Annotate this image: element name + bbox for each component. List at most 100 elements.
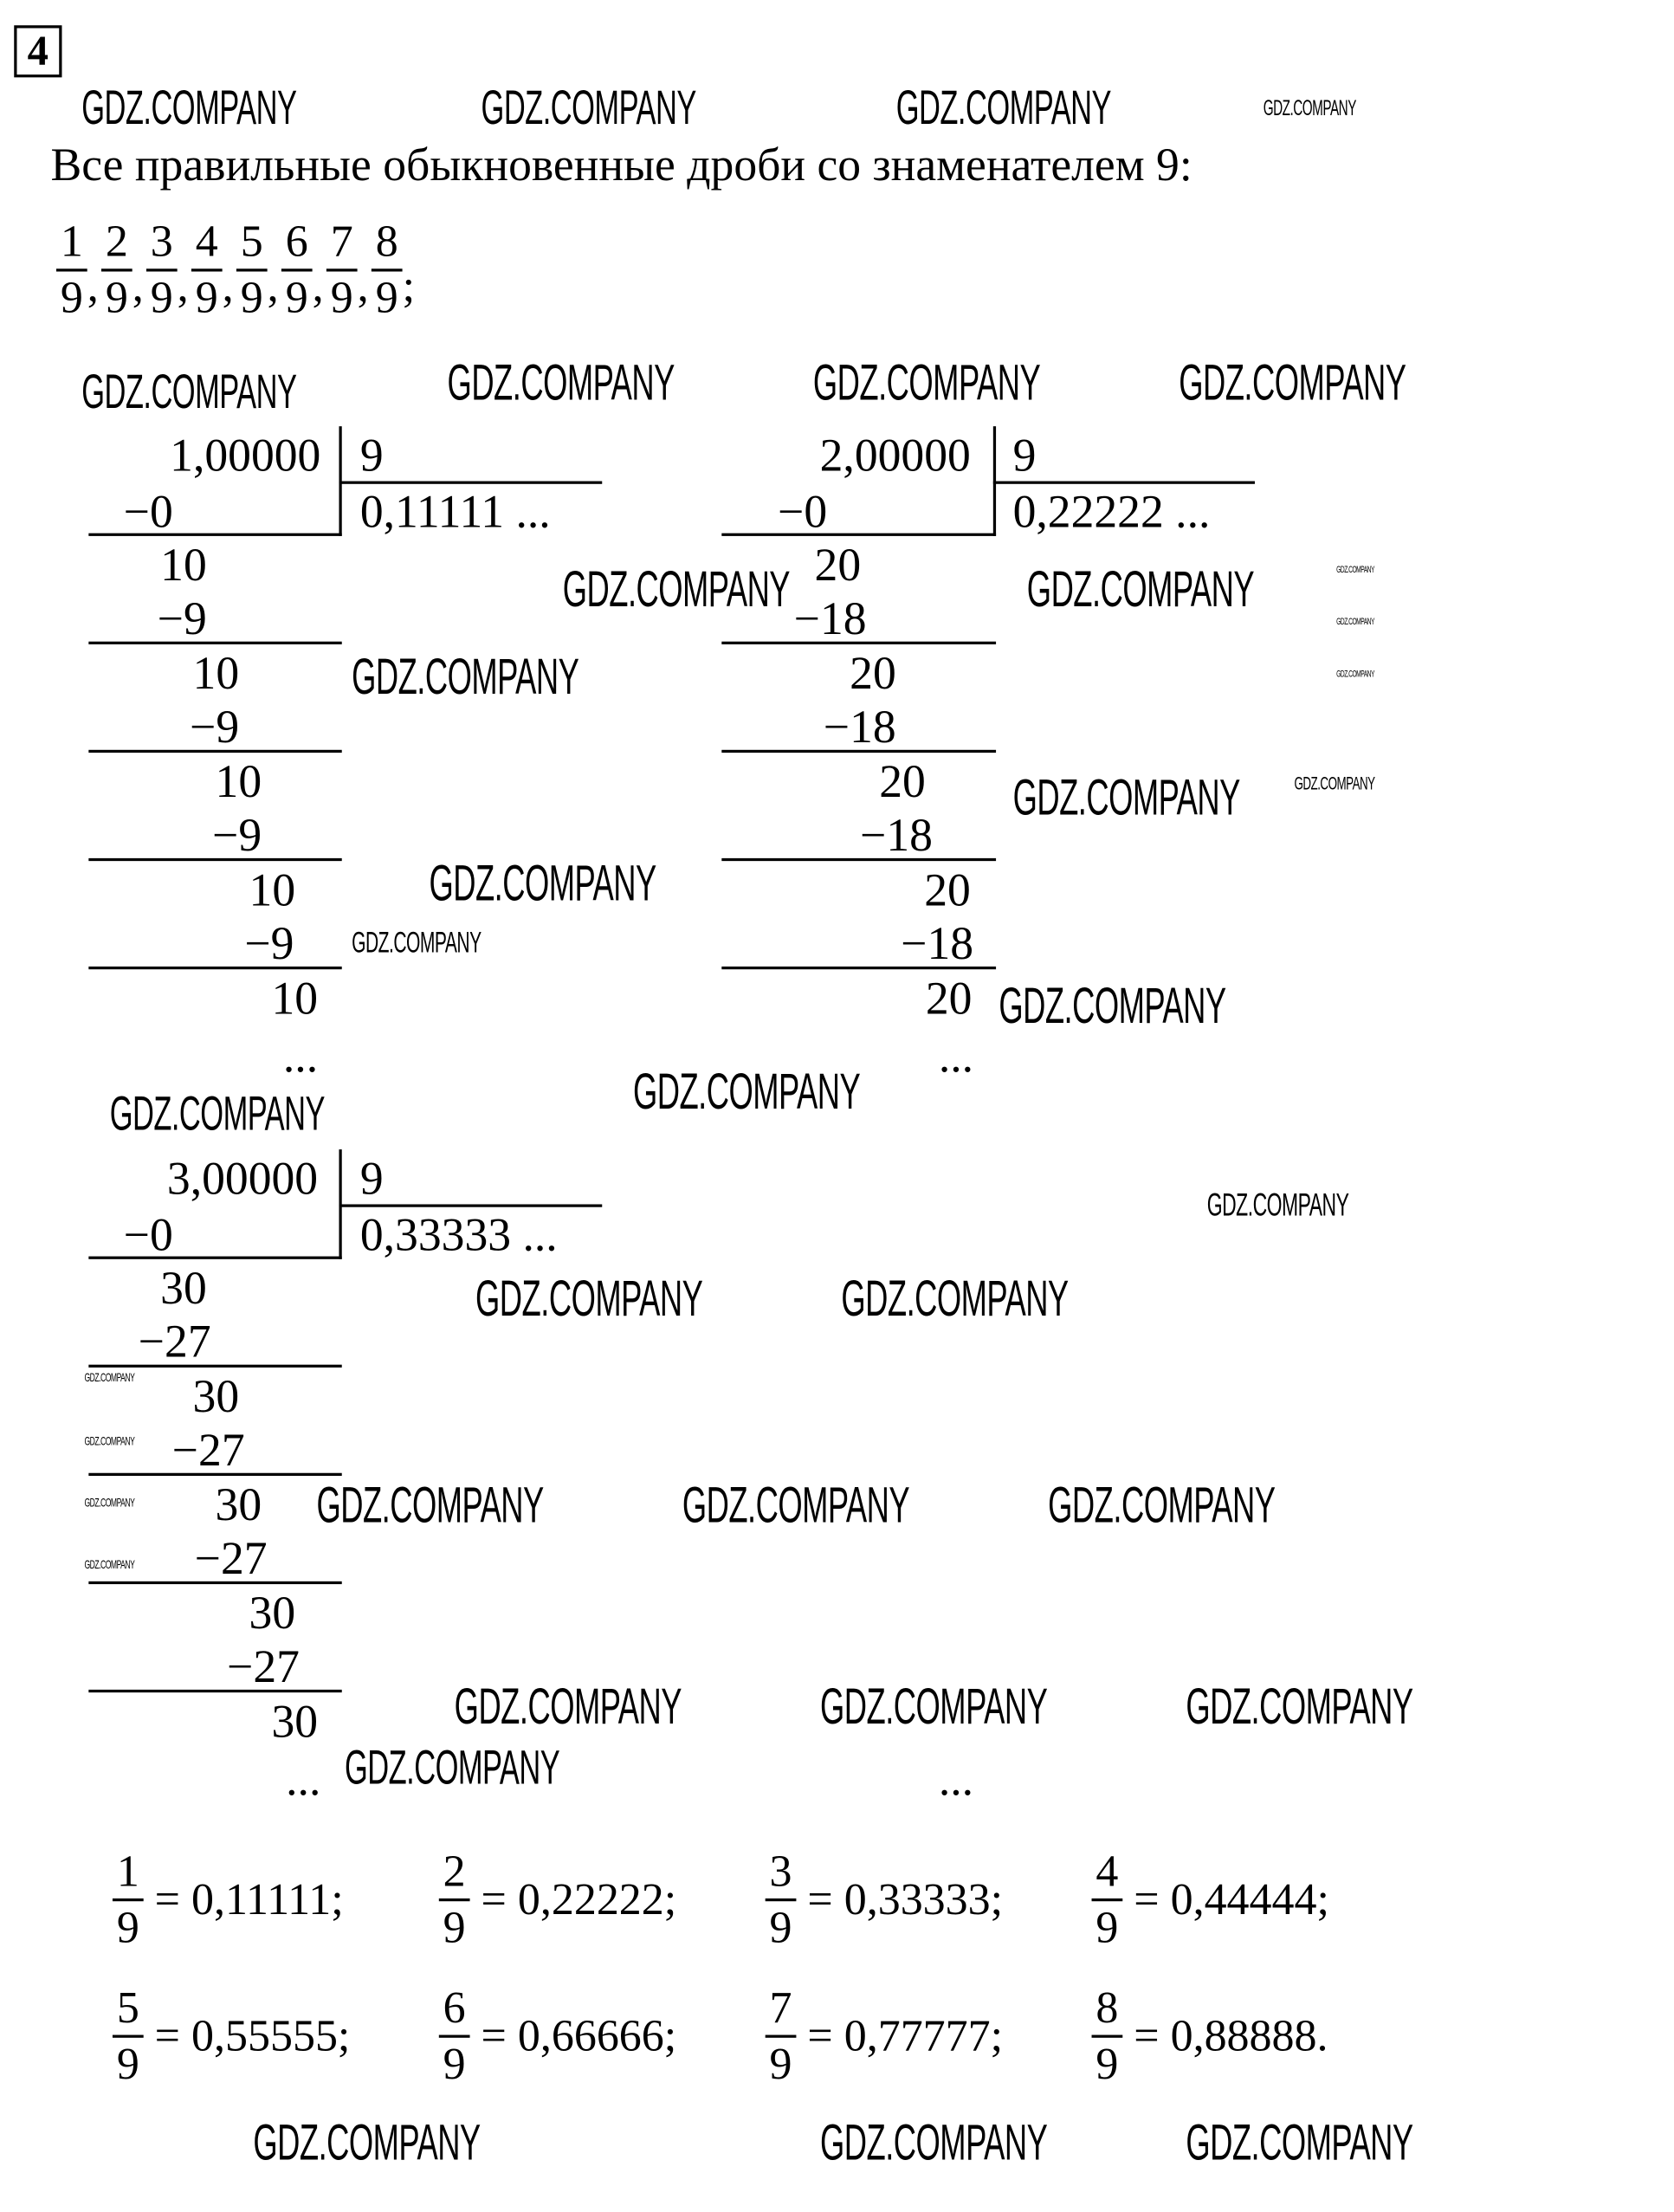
watermark: GDZ.COMPANY [682,1475,910,1534]
fraction-numerator: 6 [281,217,313,271]
watermark: GDZ.COMPANY [1336,669,1374,680]
divisor-underline [339,481,603,484]
subtrahend: −9 [190,702,240,754]
fraction-denominator: 9 [1096,2037,1119,2088]
watermark: GDZ.COMPANY [84,1495,135,1510]
fraction-separator: , [87,260,99,312]
subtrahend: −18 [823,702,896,754]
fraction-denominator: 9 [443,2037,466,2088]
watermark: GDZ.COMPANY [895,81,1112,135]
remainder: 10 [160,540,207,592]
fraction-numerator: 5 [236,217,268,271]
divisor: 9 [359,1154,384,1206]
subtraction-line [88,533,342,536]
fraction-numerator: 2 [100,217,132,271]
remainder: 30 [160,1264,207,1316]
subtraction-line [721,533,997,536]
ellipsis: ... [286,1755,321,1806]
watermark: GDZ.COMPANY [1186,2112,1413,2171]
fraction-denominator: 9 [285,270,308,322]
watermark: GDZ.COMPANY [344,1742,560,1795]
watermark: GDZ.COMPANY [84,1433,135,1448]
fraction-numerator: 4 [191,217,223,271]
remainder: 30 [249,1588,296,1640]
remainder: 20 [814,540,862,592]
fraction-numerator: 7 [765,1983,797,2038]
remainder: 10 [271,973,319,1025]
watermark: GDZ.COMPANY [1206,1186,1349,1223]
remainder: 20 [879,757,926,809]
subtraction-line [721,749,997,754]
fraction-denominator: 9 [60,270,83,322]
subtraction-line [88,749,342,754]
fraction-denominator: 9 [116,2037,139,2088]
decimal-value: = 0,33333; [807,1872,1004,1924]
subtraction-line [88,1472,342,1476]
remainder: 30 [215,1480,262,1532]
watermark: GDZ.COMPANY [429,854,656,912]
fraction-denominator: 9 [443,1900,466,1952]
fraction-denominator: 9 [116,1900,139,1952]
fraction-numerator: 6 [438,1983,470,2038]
watermark: GDZ.COMPANY [475,1269,703,1327]
fraction-denominator: 9 [105,270,128,322]
subtraction-line [88,1256,342,1259]
ellipsis: ... [282,1032,319,1083]
subtraction-line [721,857,997,862]
watermark: GDZ.COMPANY [1048,1475,1276,1534]
watermark: GDZ.COMPANY [841,1269,1069,1327]
fraction-denominator: 9 [769,1900,792,1952]
divisor-underline [339,1204,603,1207]
ellipsis: ... [938,1032,974,1083]
remainder: 10 [215,757,262,809]
watermark: GDZ.COMPANY [1012,767,1241,826]
subtraction-line [88,966,342,970]
decimal-value: = 0,88888. [1134,2009,1328,2060]
fraction-numerator: 7 [326,217,358,271]
subtrahend: −27 [194,1534,268,1585]
subtrahend: −27 [138,1317,211,1368]
watermark: GDZ.COMPANY [316,1475,544,1534]
subtrahend: −18 [793,594,867,645]
subtraction-line [88,641,342,644]
fraction-denominator: 9 [195,270,218,322]
remainder: 10 [192,649,240,701]
fraction-separator: , [267,260,279,312]
watermark: GDZ.COMPANY [447,352,675,411]
subtrahend: −27 [227,1642,300,1693]
subtraction-line [88,1581,342,1585]
remainder: 20 [924,865,971,917]
watermark: GDZ.COMPANY [562,559,791,618]
subtraction-line [721,966,997,970]
fraction-denominator: 9 [375,270,398,322]
fraction-numerator: 3 [145,217,178,271]
remainder: 30 [271,1697,319,1749]
divisor-underline [992,481,1255,484]
fraction-denominator: 9 [330,270,353,322]
fraction-separator: , [177,260,189,312]
watermark: GDZ.COMPANY [820,1677,1048,1735]
subtrahend: −9 [244,919,294,971]
fraction-numerator: 4 [1091,1847,1123,1901]
watermark: GDZ.COMPANY [1336,566,1374,576]
watermark: GDZ.COMPANY [632,1062,861,1121]
